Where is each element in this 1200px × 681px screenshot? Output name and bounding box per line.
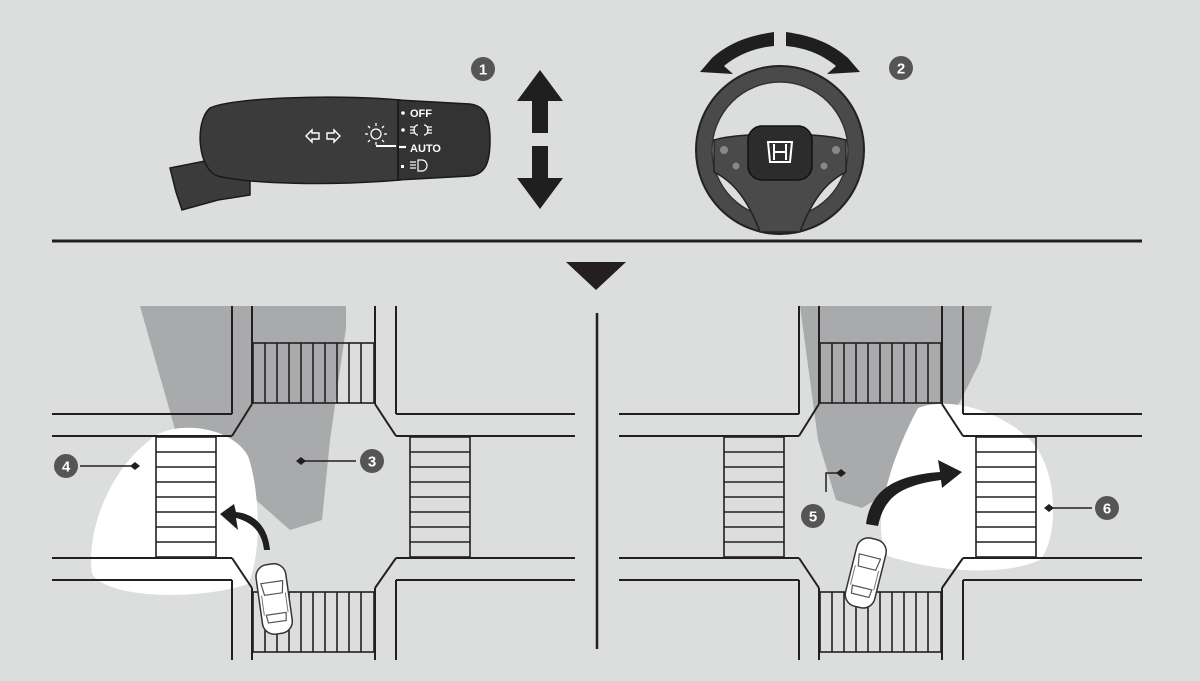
crosswalk-left — [155, 436, 217, 558]
off-position-dot — [401, 111, 405, 115]
headlight-position-dot — [401, 165, 404, 168]
auto-position-label: AUTO — [410, 143, 441, 155]
crosswalk-bottom-right — [819, 591, 942, 653]
car-left — [255, 563, 294, 635]
svg-text:3: 3 — [368, 454, 376, 471]
callout-5: 5 — [801, 504, 825, 528]
crosswalk-left-right — [723, 436, 785, 558]
svg-text:5: 5 — [809, 509, 817, 526]
svg-text:1: 1 — [479, 62, 487, 79]
callout-6: 6 — [1095, 496, 1119, 520]
steering-rotation-arrows — [700, 32, 860, 74]
crosswalk-top-right — [819, 342, 942, 404]
headlight-stalk: OFF AUTO — [169, 96, 491, 211]
turn-signal-arrows-icon — [305, 128, 341, 144]
car-right — [844, 537, 887, 609]
crosswalk-right — [409, 436, 471, 558]
up-down-double-arrow — [517, 70, 563, 209]
steering-wheel — [695, 65, 865, 235]
light-bulb-icon — [365, 123, 387, 145]
parking-lights-icon — [410, 124, 432, 136]
callout-1: 1 — [471, 57, 495, 81]
crosswalk-right-right — [975, 436, 1037, 558]
cornering-light-area-right — [880, 403, 1054, 571]
left-turn-arrow — [220, 504, 270, 550]
callout-4: 4 — [54, 454, 78, 478]
off-position-label: OFF — [410, 108, 432, 120]
leader-4 — [80, 462, 140, 470]
headlight-beam-area-right — [800, 306, 992, 508]
svg-text:4: 4 — [62, 459, 71, 476]
crosswalk-top — [252, 342, 375, 404]
intersection-left: 3 4 — [52, 300, 575, 660]
callout-2: 2 — [889, 56, 913, 80]
right-turn-arrow — [866, 460, 962, 526]
leader-6 — [1044, 504, 1092, 512]
svg-text:6: 6 — [1103, 501, 1111, 518]
leader-5 — [825, 469, 846, 492]
honda-logo — [766, 141, 794, 163]
result-down-triangle — [566, 262, 626, 290]
headlight-icon — [410, 159, 428, 172]
leader-3 — [296, 457, 356, 465]
intersection-right: 5 6 — [619, 306, 1142, 660]
svg-text:2: 2 — [897, 61, 905, 78]
parking-position-dot — [401, 128, 405, 132]
callout-3: 3 — [360, 449, 384, 473]
